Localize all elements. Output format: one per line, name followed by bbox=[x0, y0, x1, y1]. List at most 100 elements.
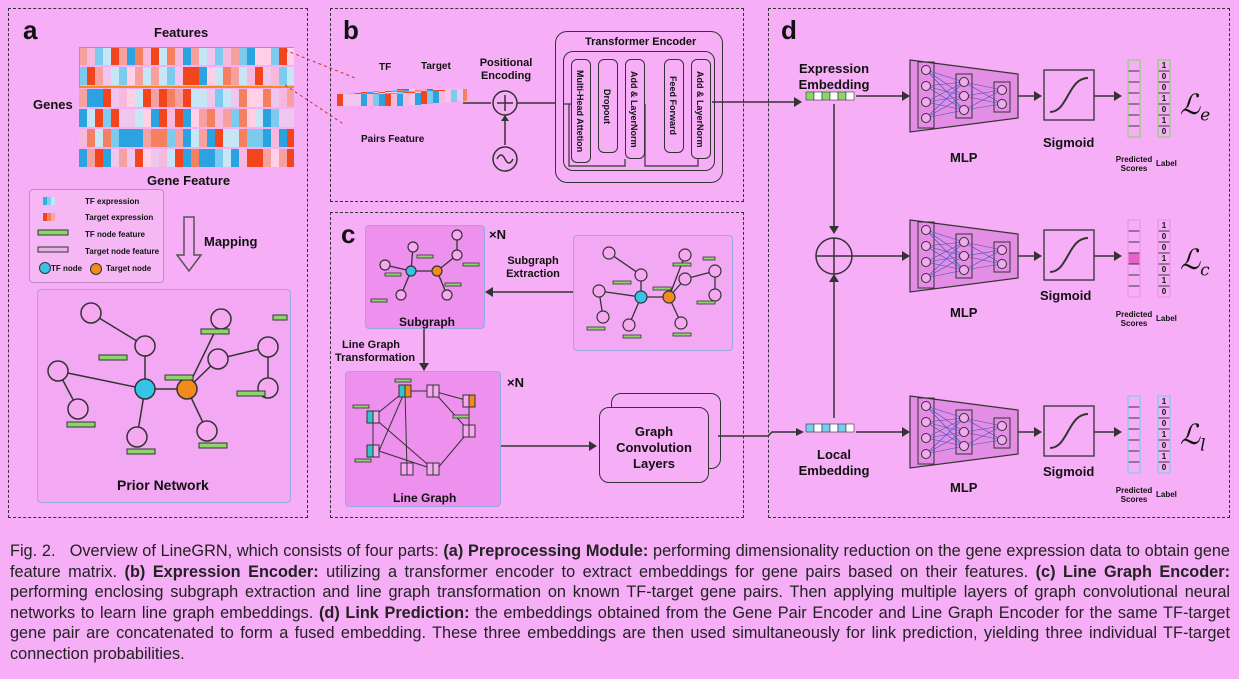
label-cell: 1 bbox=[1161, 430, 1167, 439]
encoder-to-embedding-arrow bbox=[712, 97, 802, 107]
caption-intro: Overview of LineGRN, which consists of f… bbox=[69, 542, 439, 560]
figure-caption: Fig. 2. Overview of LineGRN, which consi… bbox=[10, 541, 1230, 664]
mapping-label: Mapping bbox=[204, 234, 258, 249]
label-cell: 0 bbox=[1161, 441, 1167, 450]
legend-tf-node: TF node bbox=[51, 264, 83, 273]
panel-b-label: b bbox=[343, 15, 359, 45]
layer-add-layernorm-1[interactable] bbox=[625, 59, 645, 159]
encoding-flow bbox=[463, 90, 555, 172]
label-cell: 1 bbox=[1161, 94, 1167, 103]
subgraph-graph bbox=[370, 229, 480, 303]
prior-network-graph bbox=[47, 302, 288, 455]
subgraph-box bbox=[365, 225, 485, 329]
label-cell: 0 bbox=[1161, 232, 1167, 241]
expression-embedding-label: Expression Embedding bbox=[798, 61, 870, 92]
loss-c-subscript: c bbox=[1200, 260, 1210, 281]
caption-b-text: utilizing a transformer encoder to extra… bbox=[326, 562, 1029, 581]
mlp-label-c: MLP bbox=[950, 305, 978, 320]
local-embedding-label: Local Embedding bbox=[798, 447, 870, 478]
target-node-legend-icon bbox=[90, 263, 102, 275]
label-cell: 1 bbox=[1161, 254, 1167, 263]
label-l: Label bbox=[1156, 490, 1177, 499]
panel-d-label: d bbox=[781, 15, 797, 45]
line-graph-box bbox=[345, 371, 501, 507]
legend-target-node-feature: Target node feature bbox=[85, 247, 160, 256]
line-graph-transformation-label: Line Graph Transformation bbox=[335, 339, 416, 364]
caption-d-text: the embeddings obtained from the Gene Pa… bbox=[10, 603, 1231, 663]
panel-a: a Features Genes Gene Feature TF express… bbox=[8, 8, 308, 518]
panel-d: d Expression Embedding Local Embedding bbox=[768, 8, 1230, 518]
transformer-inner-box bbox=[563, 51, 715, 171]
gcn-to-local-embedding-arrow bbox=[718, 428, 804, 437]
pairs-feature-stack bbox=[337, 89, 467, 106]
predicted-scores-c: Predicted Scores bbox=[1115, 310, 1153, 328]
label-cell: 0 bbox=[1161, 419, 1167, 428]
label-c: Label bbox=[1156, 314, 1177, 323]
legend-target-expression: Target expression bbox=[85, 213, 154, 222]
layer-add-layernorm-2[interactable] bbox=[691, 59, 711, 159]
loss-l-subscript: l bbox=[1200, 435, 1206, 456]
subgraph-extraction-label: Subgraph Extraction bbox=[506, 255, 560, 280]
caption-c-head: (c) Line Graph Encoder: bbox=[1035, 562, 1230, 581]
loss-c: ℒc bbox=[1180, 243, 1210, 281]
label-cell: 0 bbox=[1161, 463, 1167, 472]
layer-feed-forward-label: Feed Forward bbox=[668, 76, 678, 136]
caption-a-head: (a) Preprocessing Module: bbox=[443, 542, 649, 560]
genes-label: Genes bbox=[33, 97, 73, 112]
panel-b: b TF Target Pairs Feature Positional Enc… bbox=[330, 8, 744, 202]
layer-feed-forward[interactable] bbox=[664, 59, 684, 153]
layer-dropout-label: Dropout bbox=[602, 88, 612, 124]
label-cell: 0 bbox=[1161, 287, 1167, 296]
label-cell: 1 bbox=[1161, 116, 1167, 125]
link-prediction-diagram bbox=[805, 59, 1171, 474]
caption-fig: Fig. 2. bbox=[10, 542, 56, 560]
layer-dropout[interactable] bbox=[598, 59, 618, 153]
layer-add-layernorm-2-label: Add & LayerNorm bbox=[695, 70, 705, 148]
transformation-arrow bbox=[419, 329, 429, 371]
target-label: Target bbox=[421, 61, 451, 72]
layer-add-layernorm-1-label: Add & LayerNorm bbox=[629, 70, 639, 148]
mapping-arrow-icon bbox=[175, 216, 203, 273]
line-graph-label: Line Graph bbox=[393, 491, 457, 505]
extraction-arrow bbox=[485, 287, 573, 297]
legend-target-node: Target node bbox=[106, 264, 152, 273]
label-cell: 0 bbox=[1161, 105, 1167, 114]
label-cell: 0 bbox=[1161, 265, 1167, 274]
label-cell: 1 bbox=[1161, 276, 1167, 285]
label-e: Label bbox=[1156, 159, 1177, 168]
panel-a-label: a bbox=[23, 15, 38, 45]
label-cell: 0 bbox=[1161, 83, 1167, 92]
gene-feature-label: Gene Feature bbox=[147, 173, 231, 188]
transformer-encoder-box bbox=[555, 31, 723, 183]
transformer-encoder-label: Transformer Encoder bbox=[585, 36, 697, 48]
full-graph bbox=[586, 246, 722, 339]
label-cell: 0 bbox=[1161, 72, 1167, 81]
tf-label: TF bbox=[379, 62, 392, 73]
label-cell: 0 bbox=[1161, 127, 1167, 136]
panel-c: c ×N Subgraph Subgraph Extraction bbox=[330, 212, 744, 518]
panel-c-label: c bbox=[341, 219, 356, 249]
pairs-connector-lines bbox=[285, 49, 356, 126]
subgraph-times-n: ×N bbox=[489, 227, 506, 242]
label-cell: 1 bbox=[1161, 221, 1167, 230]
line-graph-to-gcn-arrow bbox=[501, 441, 597, 451]
legend-tf-expression: TF expression bbox=[85, 197, 140, 206]
positional-encoding-label: Positional Encoding bbox=[479, 57, 533, 82]
pairs-feature-label: Pairs Feature bbox=[361, 134, 425, 145]
transformer-flow bbox=[563, 103, 699, 167]
legend-glyphs bbox=[37, 197, 69, 274]
legend-tf-node-feature: TF node feature bbox=[85, 230, 146, 239]
features-label: Features bbox=[154, 25, 209, 40]
gcn-layers-label: Graph Convolution Layers bbox=[616, 424, 692, 471]
sigmoid-label-e: Sigmoid bbox=[1043, 135, 1095, 150]
prior-network-label: Prior Network bbox=[117, 477, 209, 493]
caption-d-head: (d) Link Prediction: bbox=[318, 603, 470, 622]
label-cell: 0 bbox=[1161, 408, 1167, 417]
label-cell: 1 bbox=[1161, 397, 1167, 406]
mlp-label-l: MLP bbox=[950, 480, 978, 495]
line-graph bbox=[352, 378, 476, 476]
layer-multi-head-attention-label: Multi-Head Attetion bbox=[575, 69, 585, 153]
layer-multi-head-attention[interactable] bbox=[571, 59, 591, 163]
sigmoid-label-l: Sigmoid bbox=[1043, 464, 1095, 479]
figure: a Features Genes Gene Feature TF express… bbox=[8, 8, 1230, 518]
